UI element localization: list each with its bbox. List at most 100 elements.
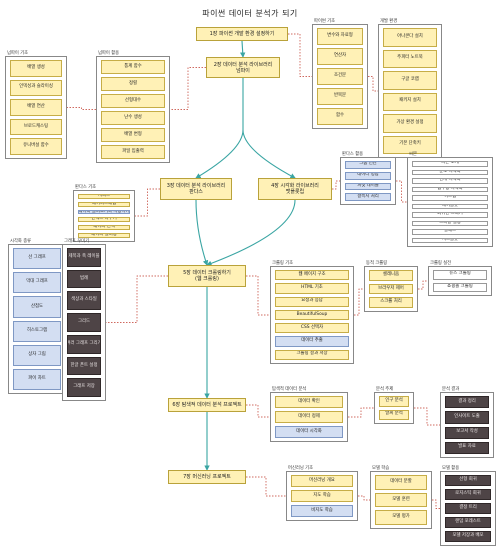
topic-item: 히트맵 (412, 195, 488, 201)
flow-arrow (195, 78, 244, 179)
topic-item: 분포 시각화 (412, 169, 488, 175)
topic-item: 브로드캐스팅 (10, 118, 62, 136)
topic-item: 산점도 (13, 296, 61, 318)
topic-item: 선형 회귀 (445, 475, 491, 486)
topic-item: 범주형 시각화 (412, 186, 488, 192)
group-caption-g_a: 파이썬 기초 (314, 19, 336, 24)
topic-item: 막대 그래프 (13, 272, 61, 294)
topic-item: 기본 단축키 (383, 135, 437, 154)
topic-item: 배열 연산 (10, 99, 62, 116)
topic-item: 그리드 (67, 313, 101, 332)
topic-item: 인사이트 도출 (445, 411, 489, 424)
topic-item: 브라우저 제어 (369, 283, 413, 295)
topic-link (354, 288, 364, 316)
topic-link (368, 76, 378, 92)
topic-item: 구글 코랩 (383, 71, 437, 90)
topic-item: 모델 저장과 배포 (445, 531, 491, 542)
topic-item: 색상과 스타일 (67, 291, 101, 311)
topic-item: 유니버설 함수 (10, 138, 62, 155)
topic-item: 웹 페이지 구조 (275, 270, 349, 281)
topic-link (432, 499, 440, 509)
chapter-node-ch6: 6장 탐색적 데이터 분석 프로젝트 (168, 398, 246, 412)
topic-item: 스크롤 처리 (369, 297, 413, 309)
diagram-title: 파이썬 데이터 분석가 되기 (202, 9, 298, 18)
topic-item: 난수 생성 (101, 111, 165, 125)
group-caption-g_n: 분석 주제 (376, 387, 394, 392)
group-caption-g_b: 개발 환경 (380, 19, 398, 24)
topic-link (246, 404, 270, 418)
group-caption-g_l: 크롤링 실전 (430, 261, 452, 266)
group-caption-g_h: 그래프 꾸미기 (64, 239, 90, 244)
topic-item: BeautifulSoup (275, 309, 349, 321)
topic-item: 인덱스 다루기 (78, 217, 130, 223)
group-caption-g_o: 분석 결과 (442, 387, 460, 392)
topic-item: 로지스틱 회귀 (445, 489, 491, 500)
topic-link (135, 188, 160, 217)
topic-item: 지도 학습 (291, 490, 353, 502)
topic-item: 랜덤 포레스트 (445, 517, 491, 528)
topic-item: 결정 트리 (445, 503, 491, 514)
topic-link (358, 495, 370, 501)
topic-item: 가상 환경 설정 (383, 114, 437, 133)
topic-item: 결측치 처리 (345, 193, 391, 201)
group-caption-g_r: 모델 활용 (442, 466, 460, 471)
topic-item: 배열 생성 (10, 60, 62, 77)
topic-item: 반복문 (317, 88, 363, 105)
topic-item: 배열 변형 (101, 128, 165, 142)
topic-item: 주피터 노트북 (383, 49, 437, 68)
flow-arrow (239, 40, 246, 58)
topic-item: 선 그래프 (13, 248, 61, 270)
chapter-node-ch1: 1장 파이썬 개발 환경 설정하기 (196, 27, 288, 41)
topic-item: HTML 기초 (275, 283, 349, 294)
group-caption-g_m: 탐색적 데이터 분석 (272, 387, 307, 392)
topic-item: 선형대수 (101, 94, 165, 108)
flow-arrow (242, 129, 296, 179)
topic-item: 변수와 자료형 (317, 28, 363, 45)
topic-item: 쇼핑몰 크롤링 (433, 282, 487, 292)
topic-item: CSS 선택자 (275, 323, 349, 334)
flow-arrow (195, 199, 209, 266)
topic-item: 파이 차트 (13, 368, 61, 391)
topic-item: 정렬 (101, 77, 165, 91)
topic-item: 발표 자료 (445, 441, 489, 454)
group-caption-g_e: 판다스 기초 (75, 185, 97, 190)
chapter-node-ch3: 3장 데이터 분석 라이브러리 판다스 (160, 178, 232, 200)
topic-link (67, 107, 96, 110)
topic-item: 아나콘다 설치 (383, 28, 437, 47)
topic-link (396, 180, 407, 203)
topic-item: 한글 폰트 설정 (67, 356, 101, 376)
chapter-node-ch5: 5장 데이터 크롤링하기 (웹 크롤링) (168, 265, 246, 287)
topic-item: 통계 함수 (101, 60, 165, 74)
topic-link (246, 476, 286, 497)
topic-item: 비지도 학습 (291, 505, 353, 517)
topic-item: 패키지 설치 (383, 92, 437, 111)
topic-link (246, 275, 270, 316)
topic-item: 그래프 저장 (67, 378, 101, 398)
topic-link (348, 407, 374, 418)
topic-item: 페어플롯 (412, 203, 488, 209)
topic-item: 데이터 확인 (275, 396, 343, 408)
topic-item: 셀레니움 (369, 270, 413, 281)
group-caption-g_f: 판다스 활용 (342, 152, 364, 157)
topic-item: 조건문 (317, 68, 363, 85)
topic-item: 히스토그램 (13, 320, 61, 342)
topic-item: 데이터 분할 (375, 475, 427, 490)
topic-item: 데이터 추출 (275, 336, 349, 347)
topic-item: 피벗 테이블 (345, 182, 391, 191)
topic-item: 데이터 병합 (345, 171, 391, 180)
topic-link (414, 407, 440, 426)
topic-item: 시리즈 (78, 194, 130, 199)
topic-item: 범례 (67, 269, 101, 289)
topic-item: 날씨 분석 (379, 409, 409, 420)
